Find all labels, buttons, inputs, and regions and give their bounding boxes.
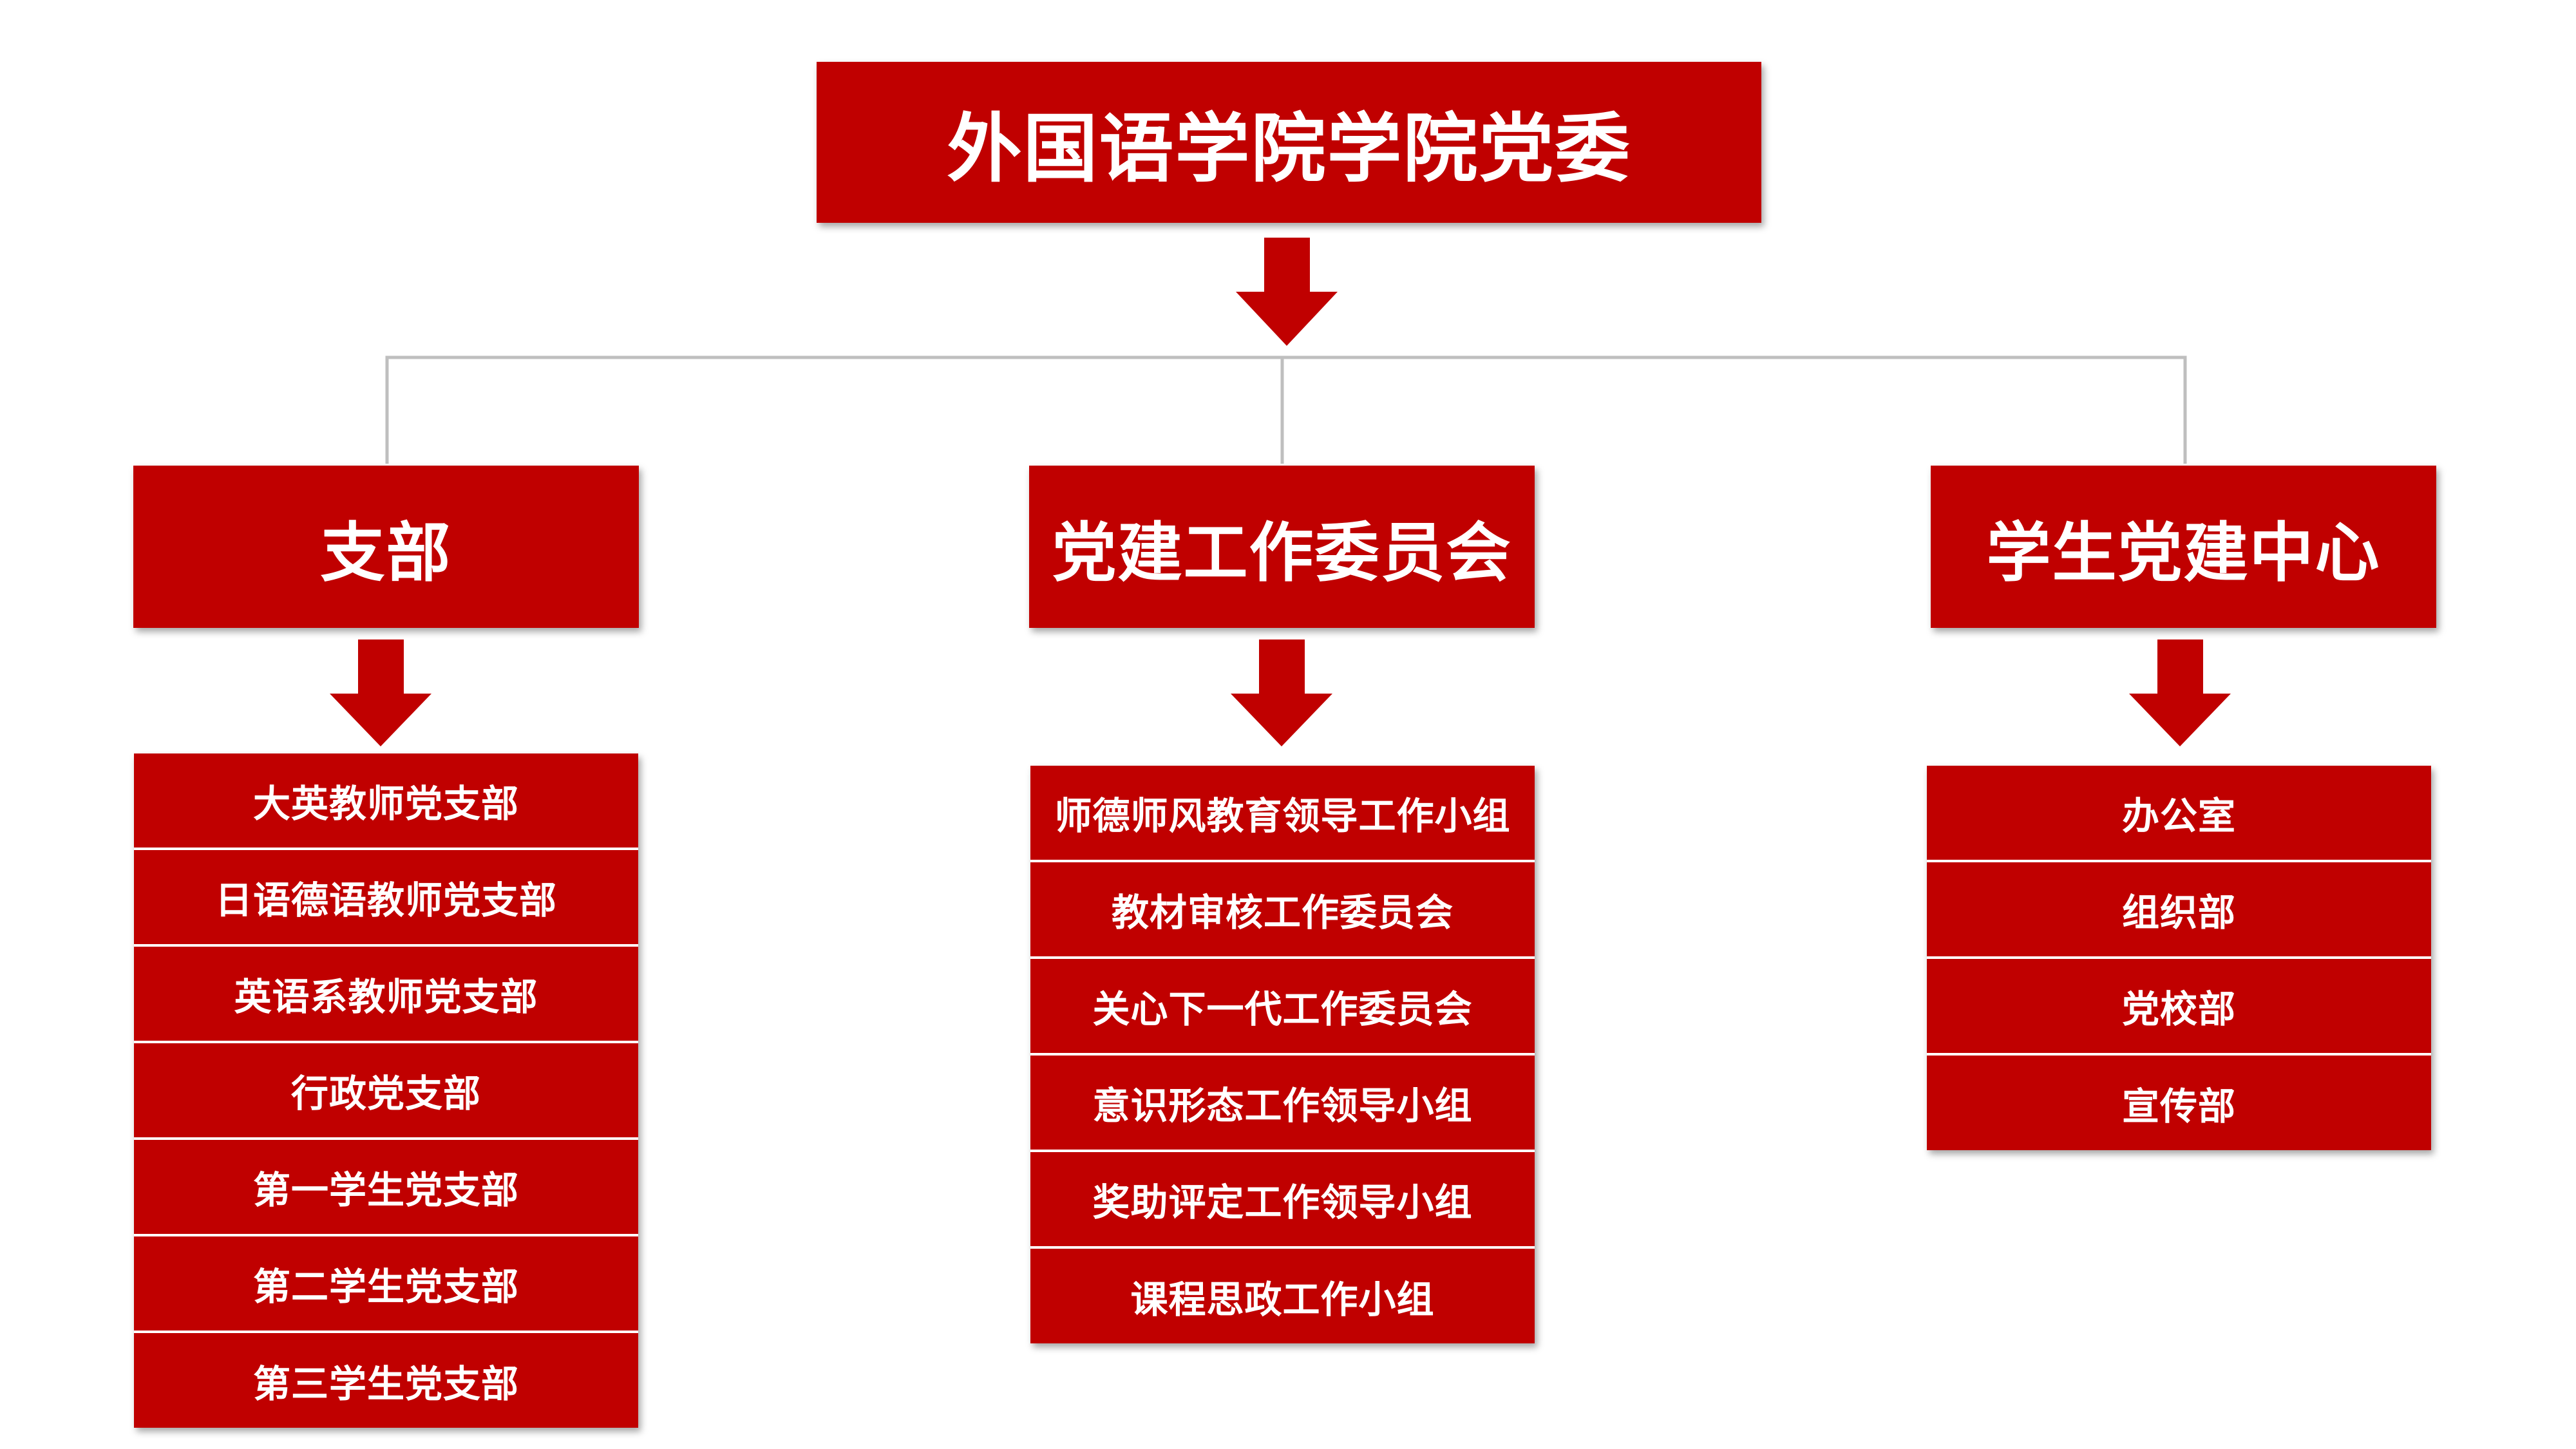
list-item: 关心下一代工作委员会 <box>1030 959 1535 1056</box>
list-item: 第三学生党支部 <box>134 1333 638 1428</box>
list-item: 办公室 <box>1927 766 2431 862</box>
list-item: 宣传部 <box>1927 1056 2431 1150</box>
list-item: 党校部 <box>1927 959 2431 1056</box>
list-item: 第二学生党支部 <box>134 1236 638 1333</box>
arrow-down-icon <box>2129 639 2231 746</box>
list-item: 意识形态工作领导小组 <box>1030 1056 1535 1152</box>
student-center-list: 办公室 组织部 党校部 宣传部 <box>1927 766 2431 1150</box>
list-item: 课程思政工作小组 <box>1030 1249 1535 1343</box>
arrow-down-icon <box>330 639 431 746</box>
arrow-down-icon <box>1231 639 1332 746</box>
arrow-down-icon <box>1236 238 1338 346</box>
party-building-committee-header-box: 党建工作委员会 <box>1029 466 1535 628</box>
branch-header-label: 支部 <box>320 515 452 591</box>
list-item: 大英教师党支部 <box>134 753 638 850</box>
list-item: 组织部 <box>1927 862 2431 959</box>
list-item: 英语系教师党支部 <box>134 947 638 1043</box>
branch-header-box: 支部 <box>133 466 639 628</box>
branch-list: 大英教师党支部 日语德语教师党支部 英语系教师党支部 行政党支部 第一学生党支部… <box>134 753 638 1428</box>
list-item: 师德师风教育领导工作小组 <box>1030 766 1535 862</box>
party-building-committee-header-label: 党建工作委员会 <box>1052 515 1512 591</box>
student-party-center-header-label: 学生党建中心 <box>1986 515 2381 591</box>
tree-connector <box>385 355 2187 464</box>
student-party-center-header-box: 学生党建中心 <box>1931 466 2436 628</box>
party-committee-label: 外国语学院学院党委 <box>947 106 1631 193</box>
list-item: 第一学生党支部 <box>134 1140 638 1236</box>
committee-list: 师德师风教育领导工作小组 教材审核工作委员会 关心下一代工作委员会 意识形态工作… <box>1030 766 1535 1343</box>
list-item: 奖助评定工作领导小组 <box>1030 1152 1535 1249</box>
list-item: 教材审核工作委员会 <box>1030 862 1535 959</box>
list-item: 行政党支部 <box>134 1043 638 1140</box>
list-item: 日语德语教师党支部 <box>134 850 638 947</box>
party-committee-box: 外国语学院学院党委 <box>817 62 1761 223</box>
